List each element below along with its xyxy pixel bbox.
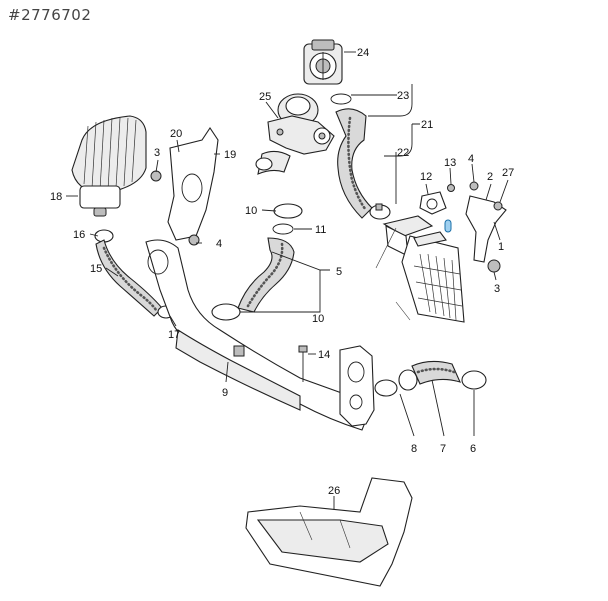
callout-20: 20 xyxy=(170,128,182,140)
callout-labels: 24 25 23 21 22 20 3 19 18 16 4 15 10 11 … xyxy=(50,47,514,497)
callout-4-right: 4 xyxy=(468,153,474,165)
left-bracket-part xyxy=(167,127,219,246)
left-intercooler-part xyxy=(71,115,183,217)
callout-3-right: 3 xyxy=(494,283,500,295)
callout-9: 9 xyxy=(222,387,228,399)
diagram-reference-id: #2776702 xyxy=(8,6,92,24)
main-intercooler-part xyxy=(382,215,465,323)
callout-27: 27 xyxy=(502,167,514,179)
callout-6: 6 xyxy=(470,443,476,455)
callout-3-left: 3 xyxy=(154,147,160,159)
callout-10-lower: 10 xyxy=(312,313,324,325)
callout-1: 1 xyxy=(498,241,504,253)
leader-lines xyxy=(66,51,509,510)
callout-7: 7 xyxy=(440,443,446,455)
sensor-12-part xyxy=(419,191,447,215)
highlighted-o-ring-part xyxy=(444,219,452,233)
callout-19: 19 xyxy=(224,149,236,161)
callout-22: 22 xyxy=(397,147,409,159)
air-duct-26-part xyxy=(245,477,413,587)
callout-12: 12 xyxy=(420,171,432,183)
middle-hose-part xyxy=(211,203,303,321)
charge-hose-upper-part xyxy=(335,108,391,220)
bolt-14-part xyxy=(298,345,308,382)
callout-13: 13 xyxy=(444,157,456,169)
callout-4-left: 4 xyxy=(216,238,222,250)
callout-11: 11 xyxy=(315,224,326,236)
callout-16: 16 xyxy=(73,229,85,241)
callout-21: 21 xyxy=(421,119,433,131)
callout-14: 14 xyxy=(318,349,330,361)
callout-24: 24 xyxy=(357,47,369,59)
callout-17: 17 xyxy=(168,329,180,341)
pipe-flange-part xyxy=(339,345,375,427)
callout-2: 2 xyxy=(487,171,493,183)
callout-10-upper: 10 xyxy=(245,205,257,217)
callout-26: 26 xyxy=(328,485,340,497)
callout-15: 15 xyxy=(90,263,102,275)
o-ring-23-part xyxy=(330,93,352,105)
turbocharger-part xyxy=(255,93,335,175)
throttle-body-part xyxy=(303,39,343,85)
callout-23: 23 xyxy=(397,90,409,102)
right-bracket-part xyxy=(465,181,507,273)
callout-25: 25 xyxy=(259,91,271,103)
callout-8: 8 xyxy=(411,443,417,455)
callout-18: 18 xyxy=(50,191,62,203)
callout-5: 5 xyxy=(336,266,342,278)
lower-hose-part xyxy=(374,360,487,397)
nut-13-part xyxy=(447,184,455,192)
